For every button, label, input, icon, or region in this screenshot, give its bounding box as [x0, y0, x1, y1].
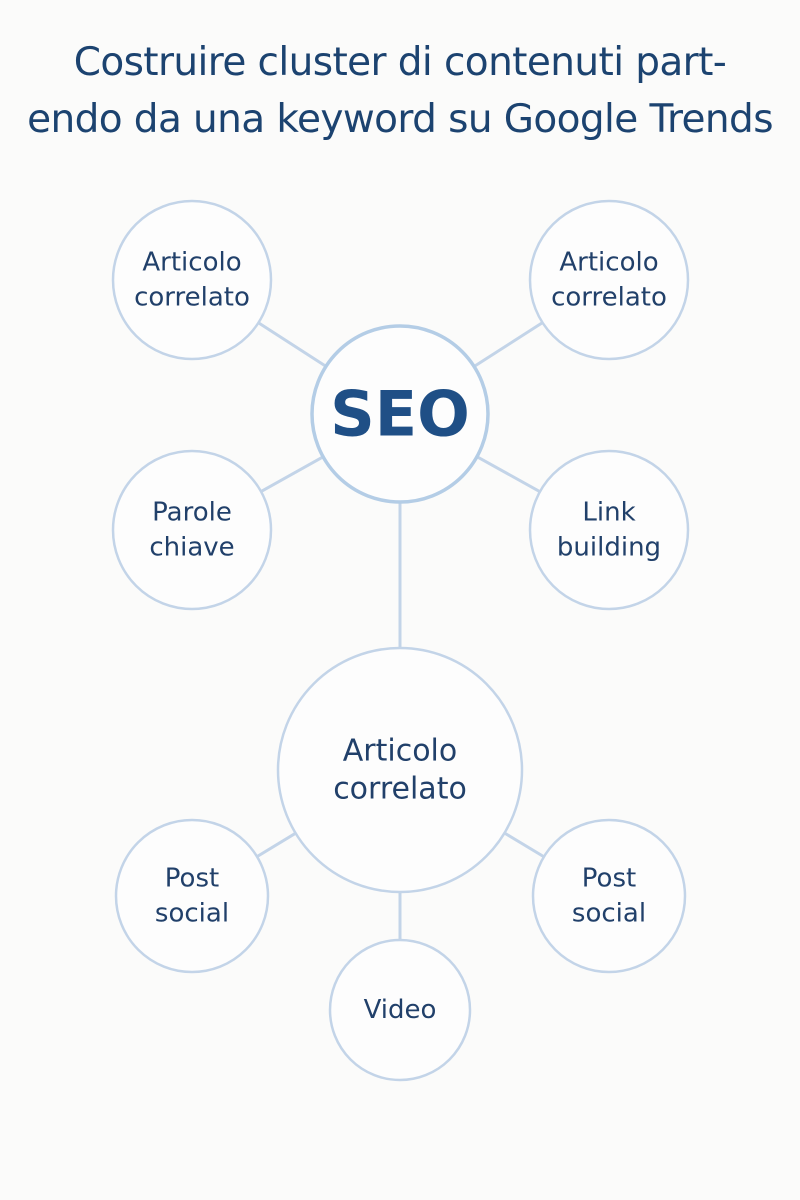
- edge-articolo-sub-hub-to-post-social-right: [503, 831, 545, 859]
- title-line-2: endo da una keyword su Google Trends: [27, 97, 773, 142]
- node-label-parole-chiave-line-2: chiave: [149, 533, 234, 563]
- edge-seo-to-articolo-top-right: [473, 321, 544, 368]
- node-label-articolo-top-right-line-1: Articolo: [559, 248, 658, 278]
- node-label-post-social-left-line-2: social: [155, 899, 229, 929]
- node-circle-articolo-top-right: [528, 199, 690, 361]
- node-circle-post-social-right: [531, 818, 687, 974]
- node-label-articolo-sub-hub-line-1: Articolo: [343, 734, 458, 769]
- node-label-post-social-right-line-1: Post: [582, 864, 636, 894]
- edge-seo-to-articolo-top-left: [257, 321, 327, 368]
- node-articolo-top-right: Articolo correlato: [528, 199, 690, 361]
- node-label-link-building-line-1: Link: [582, 498, 635, 528]
- node-label-post-social-left-line-1: Post: [165, 864, 219, 894]
- node-label-post-social-right-line-2: social: [572, 899, 646, 929]
- edge-seo-to-parole-chiave: [260, 455, 324, 493]
- node-circle-parole-chiave: [111, 449, 273, 611]
- title-line-1: Costruire cluster di contenuti part-: [73, 40, 727, 85]
- node-label-articolo-top-left-line-1: Articolo: [142, 248, 241, 278]
- edge-articolo-sub-hub-to-post-social-left: [256, 831, 297, 858]
- node-label-video-line-1: Video: [364, 995, 437, 1025]
- node-circle-video: [328, 938, 472, 1082]
- node-label-parole-chiave-line-1: Parole: [152, 498, 232, 528]
- node-circle-link-building: [528, 449, 690, 611]
- node-seo: SEO: [310, 324, 490, 504]
- node-circle-articolo-sub-hub: [276, 646, 524, 894]
- node-label-articolo-top-right-line-2: correlato: [551, 283, 667, 313]
- node-circle-post-social-left: [114, 818, 270, 974]
- diagram-title: Costruire cluster di contenuti part- end…: [0, 34, 800, 148]
- nodes-layer: SEOArticolocorrelatoArticolocorrelatoPar…: [111, 199, 690, 1082]
- node-parole-chiave: Parole chiave: [111, 449, 273, 611]
- node-post-social-right: Post social: [531, 818, 687, 974]
- node-label-link-building-line-2: building: [557, 533, 661, 563]
- edge-seo-to-link-building: [476, 455, 541, 493]
- node-label-articolo-top-left-line-2: correlato: [134, 283, 250, 313]
- node-circle-seo: [310, 324, 490, 504]
- edges-layer: [256, 321, 545, 940]
- node-video: Video: [328, 938, 472, 1082]
- node-circle-articolo-top-left: [111, 199, 273, 361]
- node-link-building: Link building: [528, 449, 690, 611]
- node-label-seo-line-1: SEO: [330, 378, 470, 451]
- node-articolo-top-left: Articolo correlato: [111, 199, 273, 361]
- node-post-social-left: Post social: [114, 818, 270, 974]
- node-label-articolo-sub-hub-line-2: correlato: [333, 772, 467, 807]
